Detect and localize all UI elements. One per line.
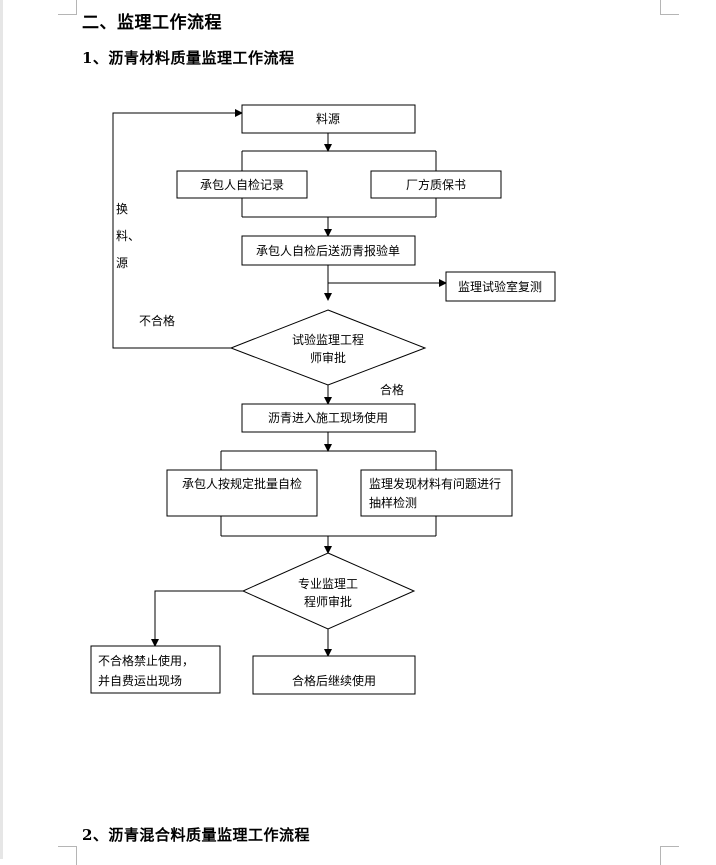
- edge-label-change-3: 源: [116, 256, 128, 270]
- edge-label-fail: 不合格: [139, 313, 175, 328]
- node-enter-site: 沥青进入施工现场使用: [241, 403, 416, 433]
- node-continue-use-label: 合格后继续使用: [292, 673, 376, 688]
- node-source: 料源: [241, 104, 416, 134]
- margin-corner-bottom-left: [58, 846, 77, 865]
- node-factory-cert: 厂方质保书: [370, 170, 502, 199]
- node-batch-check-label: 承包人按规定批量自检: [182, 476, 302, 491]
- edge-label-change-2: 料、: [116, 229, 140, 243]
- node-review2-label-1: 专业监理工: [298, 576, 358, 591]
- section-heading-2: 2、沥青混合料质量监理工作流程: [82, 826, 310, 844]
- section-heading-1: 1、沥青材料质量监理工作流程: [82, 49, 295, 67]
- page-heading: 二、监理工作流程: [82, 13, 222, 33]
- page-edge: [0, 0, 3, 859]
- node-reject-label-1: 不合格禁止使用，: [98, 653, 194, 668]
- node-review2-diamond: 专业监理工 程师审批: [241, 552, 416, 630]
- edge-label-change-1: 换: [116, 202, 128, 216]
- node-review2-label-2: 程师审批: [304, 594, 352, 609]
- node-source-label: 料源: [316, 112, 340, 126]
- node-submit-report-label: 承包人自检后送沥青报验单: [256, 243, 400, 258]
- node-batch-check: 承包人按规定批量自检: [166, 469, 318, 517]
- margin-corner-top-right: [660, 0, 679, 15]
- node-lab-recheck: 监理试验室复测: [445, 271, 556, 302]
- node-submit-report: 承包人自检后送沥青报验单: [241, 235, 416, 266]
- node-reject-label-2: 并自费运出现场: [98, 674, 182, 688]
- node-review1-diamond: 试验监理工程 师审批: [229, 309, 427, 386]
- node-review1-label-1: 试验监理工程: [292, 332, 364, 347]
- arrow-fail-loop: [112, 109, 243, 349]
- node-self-check-record-label: 承包人自检记录: [200, 177, 284, 192]
- node-self-check-record: 承包人自检记录: [176, 170, 308, 199]
- margin-corner-bottom-right: [660, 846, 679, 865]
- connectors: [112, 109, 447, 657]
- arrow-to-reject: [151, 590, 243, 647]
- node-sampling: 监理发现材料有问题进行 抽样检测: [360, 469, 513, 517]
- node-lab-recheck-label: 监理试验室复测: [458, 279, 542, 294]
- node-reject: 不合格禁止使用， 并自费运出现场: [90, 645, 221, 694]
- node-continue-use: 合格后继续使用: [252, 655, 416, 695]
- edge-label-pass: 合格: [380, 382, 404, 397]
- margin-corner-top-left: [58, 0, 77, 15]
- node-sampling-label-1: 监理发现材料有问题进行: [369, 476, 501, 491]
- node-enter-site-label: 沥青进入施工现场使用: [268, 410, 388, 425]
- node-sampling-label-2: 抽样检测: [369, 495, 417, 510]
- node-review1-label-2: 师审批: [310, 350, 346, 365]
- node-factory-cert-label: 厂方质保书: [406, 177, 466, 192]
